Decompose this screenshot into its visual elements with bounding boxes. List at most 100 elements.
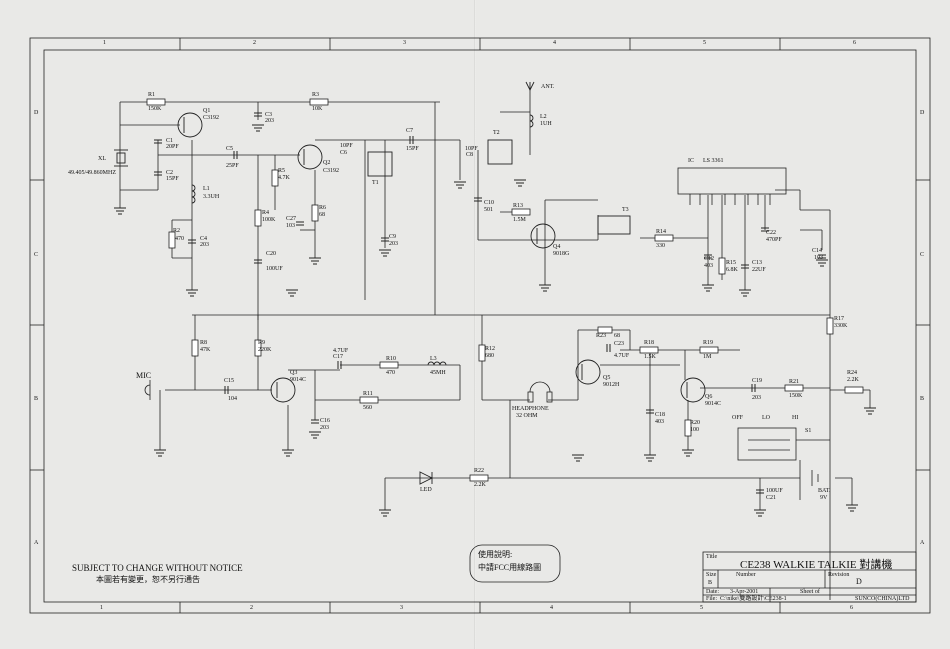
ref-label: C2 [166, 170, 174, 176]
row-label: D [34, 110, 39, 116]
ref-label: R10 [386, 356, 397, 362]
ref-label: R14 [656, 229, 667, 235]
col-label: 1 [100, 605, 103, 611]
mic-label: MIC [136, 371, 152, 380]
value-label: 100UF [766, 488, 783, 494]
ref-label: C13 [752, 260, 763, 266]
value-label: 403 [655, 419, 664, 425]
ref-label: T1 [372, 180, 379, 186]
ref-label: L1 [203, 186, 210, 192]
ref-label: C7 [406, 128, 414, 134]
value-label: 68 [614, 333, 620, 339]
ref-label: C12 [704, 256, 715, 262]
value-label: 32 OHM [516, 413, 538, 419]
value-label: 330 [656, 243, 665, 249]
value-label: 1M [703, 354, 712, 360]
value-label: 15PF [166, 176, 179, 182]
value-label: 49.405/49.860MHZ [68, 170, 116, 176]
ref-label: R15 [726, 260, 737, 266]
value-label: 2.2K [474, 482, 486, 488]
value-label: 470PF [766, 237, 782, 243]
row-label: B [920, 396, 925, 402]
ref-label: R24 [847, 370, 858, 376]
ref-label: R23 [596, 333, 607, 339]
value-label: 47K [200, 347, 211, 353]
row-label: C [920, 252, 925, 258]
ref-label: C3 [265, 112, 273, 118]
ref-label: C21 [766, 495, 777, 501]
date-value: 3-Apr-2001 [730, 589, 759, 595]
ref-label: C23 [614, 341, 625, 347]
file-label: File: [706, 596, 718, 602]
value-label: 470 [386, 370, 395, 376]
change-notice: SUBJECT TO CHANGE WITHOUT NOTICE [72, 563, 243, 573]
ref-label: XL [98, 156, 106, 162]
size-value: B [708, 580, 713, 586]
ref-label: C18 [655, 412, 666, 418]
ref-label: R2 [173, 228, 181, 234]
col-label: 6 [853, 40, 856, 46]
ref-label: C22 [766, 230, 777, 236]
value-label: 9V [820, 495, 828, 501]
value-label: 3.3UH [203, 194, 220, 200]
value-label: 22UF [752, 267, 766, 273]
value-label: 2.2K [847, 377, 859, 383]
ref-label: R21 [789, 379, 800, 385]
col-label: 5 [700, 605, 703, 611]
row-label: B [34, 396, 39, 402]
drawing-title: CE238 WALKIE TALKIE 對講機 [740, 559, 893, 571]
ref-label: C8 [466, 152, 474, 158]
ref-label: C17 [333, 354, 344, 360]
headphone-label: HEADPHONE [512, 406, 549, 412]
ref-label: R4 [262, 210, 270, 216]
ref-label: C19 [752, 378, 763, 384]
drawn-by-value: SUNCO(CHINA)LTD [855, 596, 910, 602]
page-fold [474, 0, 476, 649]
ref-label: R19 [703, 340, 714, 346]
value-label: 330K [834, 323, 848, 329]
size-label: Size [706, 572, 717, 578]
ref-label: C27 [286, 216, 297, 222]
value-label: 1.5K [644, 354, 656, 360]
value-label: 104 [228, 396, 237, 402]
ref-label: C5 [226, 146, 234, 152]
value-label: 100 [690, 427, 699, 433]
value-label: 10PF [340, 143, 353, 149]
ref-label: L3 [430, 356, 437, 362]
ref-label: Q6 [705, 394, 713, 400]
col-label: 5 [703, 40, 706, 46]
value-label: 4.7K [278, 175, 290, 181]
antenna-label: ANT. [541, 84, 555, 90]
value-label: 501 [484, 207, 493, 213]
ref-label: C9 [389, 234, 397, 240]
ref-label: R20 [690, 420, 701, 426]
battery-label: BAT. [818, 488, 831, 494]
value-label: 45MH [430, 370, 446, 376]
value-label: C3192 [323, 168, 340, 174]
value-label: 9014C [290, 377, 307, 383]
col-label: 6 [850, 605, 853, 611]
value-label: 68 [319, 212, 325, 218]
ref-label: R22 [474, 468, 485, 474]
ref-label: C14 [812, 248, 823, 254]
ref-label: C10 [484, 200, 495, 206]
ref-label: Q2 [323, 160, 331, 166]
number-label: Number [736, 572, 756, 578]
ref-label: R3 [312, 92, 320, 98]
row-label: A [34, 540, 39, 546]
value-label: LS 3361 [703, 158, 724, 164]
value-label: 9018G [553, 251, 570, 257]
value-label: 403 [704, 263, 713, 269]
value-label: 20PF [166, 144, 179, 150]
ref-label: R18 [644, 340, 655, 346]
ref-label: Q1 [203, 108, 211, 114]
ref-label: C16 [320, 418, 331, 424]
value-label: 4.7UF [614, 353, 630, 359]
revision-value: D [856, 577, 862, 586]
value-label: 100K [262, 217, 276, 223]
row-label: A [920, 540, 925, 546]
file-value: C:\nike\雙路設計\CE238-1 [720, 596, 787, 602]
col-label: 2 [250, 605, 253, 611]
value-label: 10K [312, 106, 323, 112]
ref-label: C1 [166, 138, 174, 144]
